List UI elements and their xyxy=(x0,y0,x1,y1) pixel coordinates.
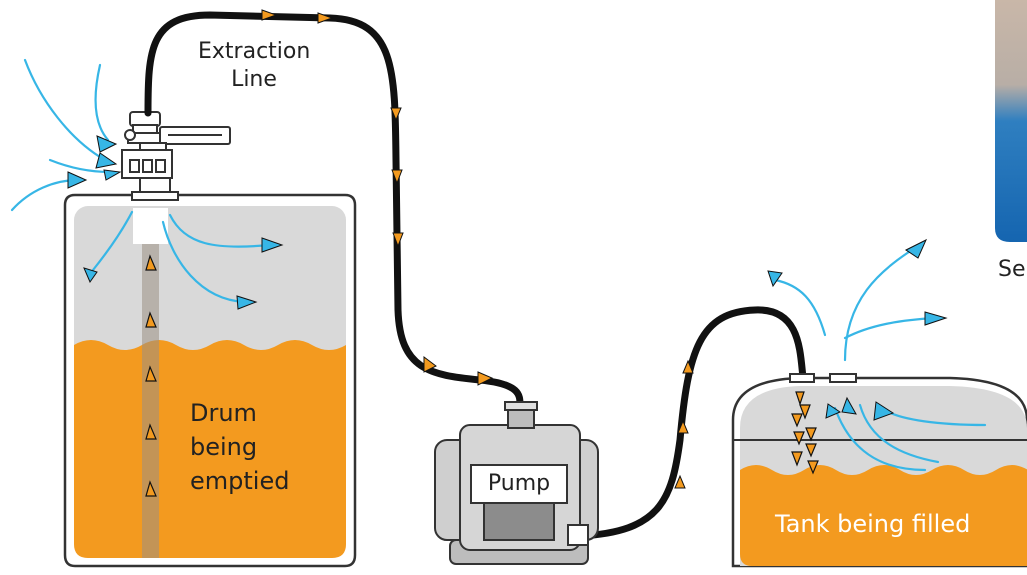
drum-label: Drum being emptied xyxy=(190,396,289,498)
liquid-flow-arrows xyxy=(145,254,819,497)
drum-fitting xyxy=(121,111,231,201)
air-flow-lines xyxy=(10,58,987,472)
hose-flow-arrows xyxy=(261,9,694,489)
tank-label: Tank being filled xyxy=(775,510,971,538)
air-flow-arrows xyxy=(67,135,948,421)
extraction-line-label-line1: Extraction xyxy=(198,39,311,64)
drum-label-line2: being xyxy=(190,433,258,461)
pump-label: Pump xyxy=(487,471,551,496)
cut-off-caption: Se xyxy=(998,257,1026,282)
extraction-line-label: Extraction Line xyxy=(198,38,310,94)
extraction-line-label-line2: Line xyxy=(231,67,277,92)
drum-label-line3: emptied xyxy=(190,467,290,495)
photo-fragment xyxy=(995,0,1027,242)
pump-label-box: Pump xyxy=(470,464,568,504)
drum xyxy=(63,193,357,568)
fill-hose xyxy=(576,306,807,540)
drum-label-line1: Drum xyxy=(190,399,257,427)
